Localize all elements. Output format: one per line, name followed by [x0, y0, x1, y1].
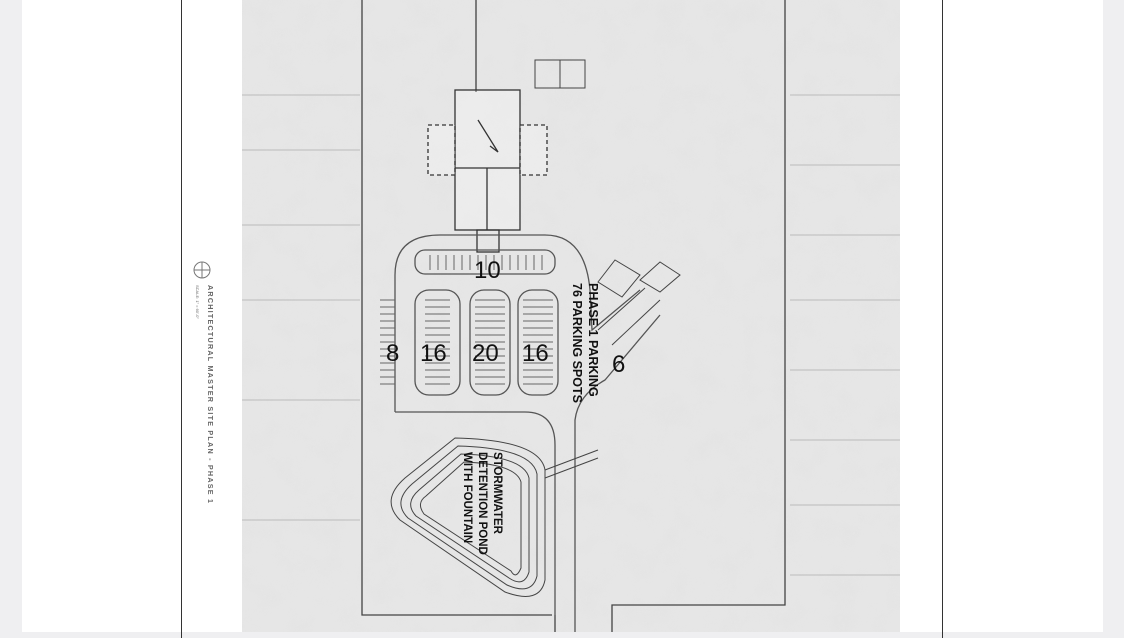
parking-count-top: 10: [474, 257, 501, 284]
pond-label-1: STORMWATER: [491, 452, 503, 535]
parking-count-row3: 16: [522, 340, 549, 367]
accessory-building: [534, 59, 586, 89]
scale-note: SCALE: 1" = 60'-0": [195, 285, 200, 319]
pond-label-2: DETENTION POND: [476, 452, 488, 555]
north-arrow-icon: [193, 261, 211, 279]
parking-count-row2: 20: [472, 340, 499, 367]
main-building: [427, 89, 548, 253]
accessory-structure: [597, 259, 681, 346]
sheet-border: [181, 0, 943, 638]
property-boundary: [361, 0, 786, 632]
parking-spot-total: 76 PARKING SPOTS: [570, 283, 584, 403]
parking-count-west: 8: [386, 340, 399, 367]
parking-label: PHASE 1 PARKING: [586, 283, 600, 397]
sheet-title: ARCHITECTURAL MASTER SITE PLAN - PHASE 1: [206, 285, 215, 503]
parking-lot: [394, 234, 661, 632]
pond-label-3: WITH FOUNTAIN: [461, 452, 473, 543]
parking-count-row1: 16: [420, 340, 447, 367]
parking-count-east: 6: [612, 351, 625, 378]
stormwater-pond: [390, 437, 599, 597]
